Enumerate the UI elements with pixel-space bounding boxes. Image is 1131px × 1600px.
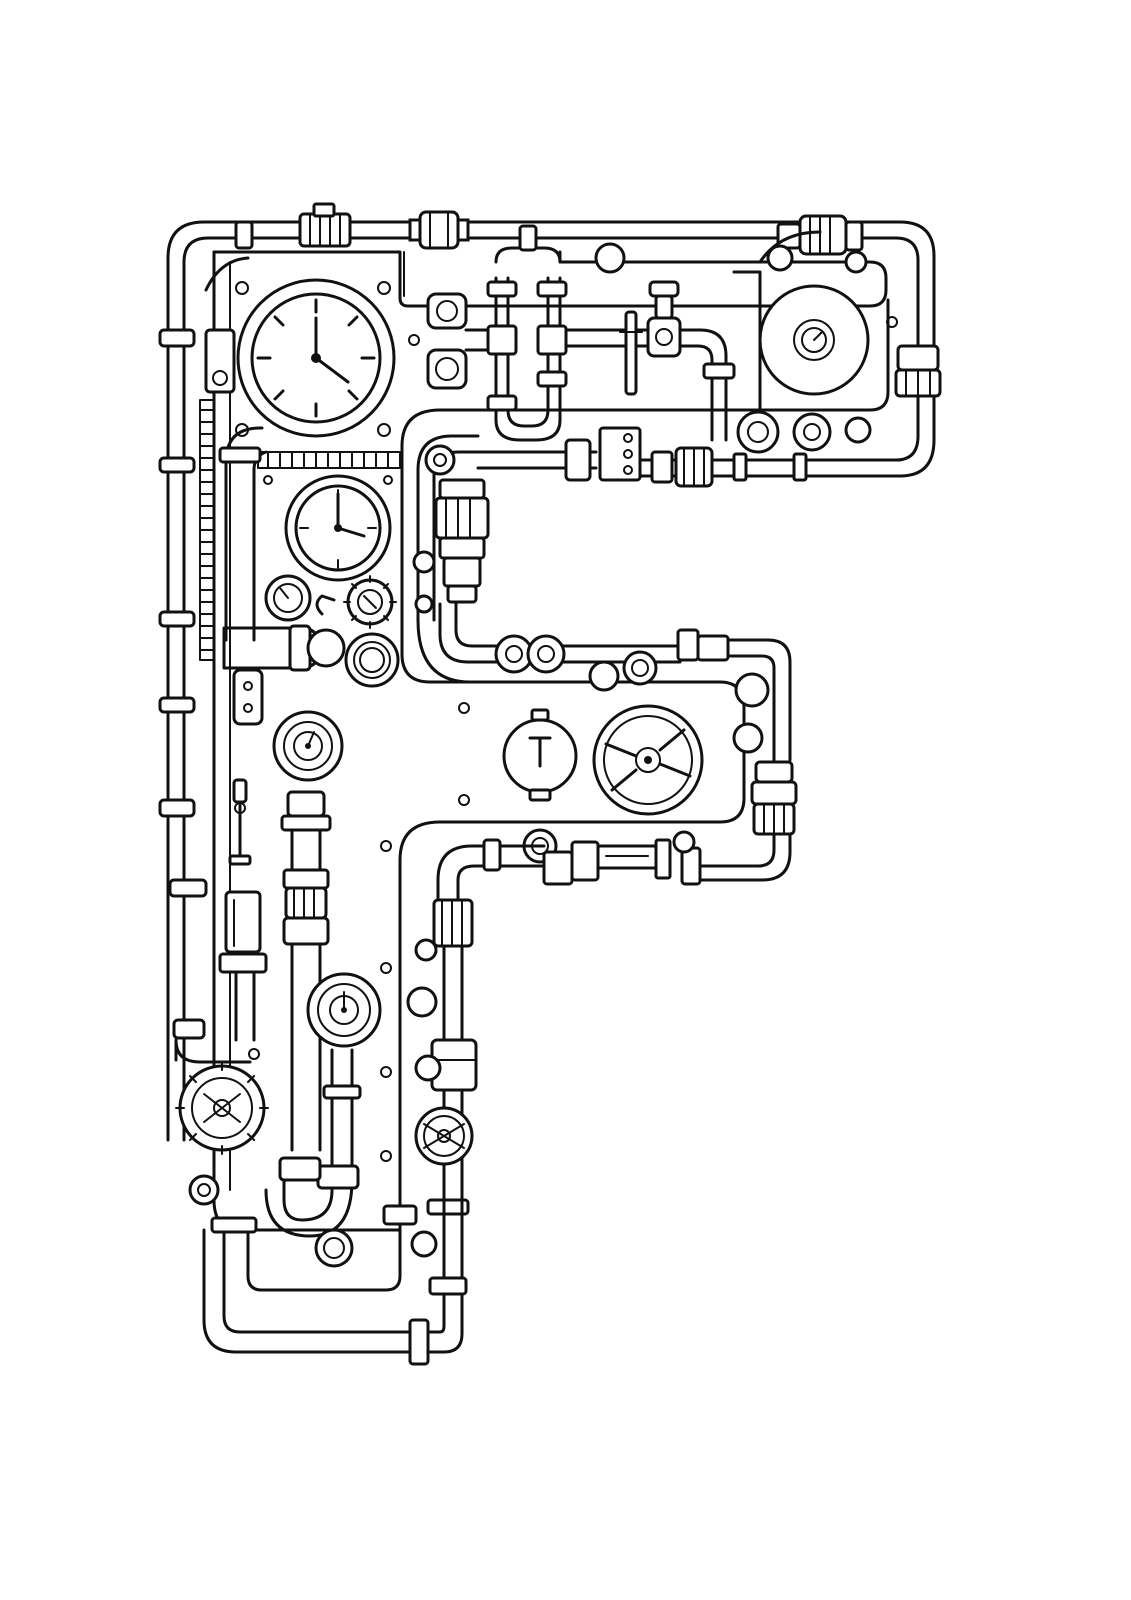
pressure-gauge-icon-4 — [732, 270, 898, 410]
pressure-gauge-icon-2 — [272, 710, 344, 782]
lever-icon-2 — [228, 778, 252, 866]
top-coupling-3 — [798, 214, 848, 256]
middle-connector-row — [476, 426, 902, 488]
left-inner-pipe — [218, 426, 346, 726]
valve-wheel-icon — [619, 280, 736, 442]
mid-arm-connectors — [484, 628, 792, 762]
h-pipe-assembly — [464, 224, 648, 442]
hook-bracket — [315, 594, 336, 616]
lower-mid-connectors — [498, 828, 702, 886]
top-pipes — [234, 202, 864, 264]
side-valve-bank — [218, 890, 268, 1042]
gear-icon-4 — [414, 1106, 474, 1166]
right-pipe-coupling — [894, 344, 942, 398]
small-gauge — [314, 1228, 354, 1268]
gear-icon — [343, 575, 397, 629]
lower-stem-pipe — [430, 838, 502, 1262]
pressure-gauge-icon-3 — [306, 972, 382, 1048]
right-mid-coupling — [698, 760, 798, 882]
top-coupling-1 — [298, 212, 352, 248]
u-pipe — [264, 1048, 362, 1238]
left-pipe-bands — [158, 256, 250, 1040]
gear-icon-2 — [175, 1061, 269, 1155]
rivet-icon — [248, 334, 470, 1162]
gear-icon-5 — [406, 938, 442, 1258]
valve-stack — [280, 790, 332, 1152]
clock-icon-2 — [257, 451, 401, 582]
bottom-pipe-loop — [202, 1198, 470, 1366]
gear-icon-3 — [188, 1174, 220, 1206]
left-side-valve-box — [204, 328, 236, 394]
pressure-gauge-icon — [264, 574, 312, 622]
small-gauge-pair — [426, 292, 468, 390]
pressure-gauge-icon-5 — [502, 708, 578, 802]
gear-cluster-top — [594, 242, 872, 454]
center-vertical-assembly — [412, 434, 490, 684]
lever-icon — [232, 668, 264, 726]
ring-fitting — [344, 632, 400, 688]
clock-icon — [235, 278, 396, 438]
top-coupling-2 — [418, 210, 460, 250]
valve-wheel-icon-2 — [592, 704, 704, 816]
outer-pipe-frame — [166, 220, 936, 1142]
